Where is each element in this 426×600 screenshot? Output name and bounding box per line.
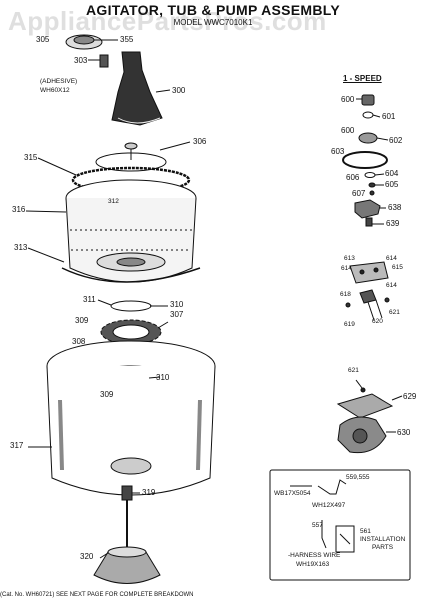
part-604 [364, 172, 385, 178]
label-614-b: 614 [341, 265, 352, 272]
label-621-a: 621 [389, 309, 400, 316]
basket-316 [65, 179, 197, 283]
label-317: 317 [10, 441, 24, 450]
shaft-319 [121, 485, 140, 550]
speed-label: 1 - SPEED [343, 74, 382, 83]
label-638: 638 [388, 203, 402, 212]
part-601 [362, 111, 381, 119]
footer-note: (Cat. No. WH60721) SEE NEXT PAGE FOR COM… [0, 592, 194, 598]
watermark: AppliancePartsPros.com [8, 6, 327, 36]
part-600-a [356, 94, 375, 106]
label-harness-wire: -HARNESS WIRE [288, 552, 341, 559]
label-wh19x163: WH19X163 [296, 561, 330, 568]
transmission-320 [93, 546, 161, 584]
part-605 [368, 182, 384, 188]
part-638 [354, 199, 386, 219]
label-306: 306 [193, 137, 207, 146]
wire-313 [61, 267, 201, 283]
bracket-629 [336, 393, 403, 419]
label-320: 320 [80, 552, 94, 561]
gear-307 [100, 319, 162, 345]
label-613: 613 [344, 255, 355, 262]
label-309-a: 309 [75, 316, 89, 325]
label-603: 603 [331, 147, 345, 156]
ring-306 [95, 142, 167, 172]
part-639 [365, 217, 384, 227]
outer-tub-317 [46, 340, 216, 496]
label-312: 312 [108, 198, 119, 205]
label-600-b: 600 [341, 126, 355, 135]
label-308: 308 [72, 337, 86, 346]
label-parts: PARTS [372, 544, 394, 551]
label-614-c: 614 [386, 282, 397, 289]
label-557: 557 [312, 522, 323, 529]
label-313: 313 [14, 243, 28, 252]
part-607 [369, 190, 375, 196]
label-618: 618 [340, 291, 351, 298]
part-303 [88, 54, 109, 68]
part-621-b [355, 379, 366, 393]
model-subtitle: MODEL WWC7010K1 [173, 18, 253, 27]
agitator-cap-305 [65, 34, 118, 50]
label-604: 604 [385, 169, 399, 178]
label-300: 300 [172, 86, 186, 95]
label-630: 630 [397, 428, 411, 437]
label-wh12x497: WH12X497 [312, 502, 346, 509]
agitator-300 [111, 51, 171, 126]
label-installation: INSTALLATION [360, 536, 406, 543]
ring-603 [342, 151, 388, 169]
label-561: 561 [360, 528, 371, 535]
label-605: 605 [385, 180, 399, 189]
label-309-b: 309 [100, 390, 114, 399]
installation-parts-box [269, 469, 411, 581]
label-600-a: 600 [341, 95, 355, 104]
label-355: 355 [120, 35, 134, 44]
brake-parts [345, 261, 390, 321]
label-606: 606 [346, 173, 360, 182]
label-620: 620 [372, 318, 383, 325]
label-559-555: 559,555 [346, 474, 370, 481]
label-307: 307 [170, 310, 184, 319]
part-602 [358, 132, 389, 144]
label-601: 601 [382, 112, 396, 121]
pump-630 [337, 416, 396, 454]
label-315: 315 [24, 153, 38, 162]
label-311: 311 [83, 295, 96, 304]
label-615: 615 [392, 264, 403, 271]
label-614-a: 614 [386, 255, 397, 262]
label-310-a: 310 [170, 300, 184, 309]
label-629: 629 [403, 392, 417, 401]
adhesive-part: WH60X12 [40, 87, 70, 94]
label-310-b: 310 [156, 373, 170, 382]
label-602: 602 [389, 136, 403, 145]
label-305: 305 [36, 35, 50, 44]
diagram-title: AGITATOR, TUB & PUMP ASSEMBLY [86, 2, 340, 18]
adhesive-label: (ADHESIVE) [40, 78, 78, 85]
label-303: 303 [74, 56, 88, 65]
label-319: 319 [142, 488, 156, 497]
label-316: 316 [12, 205, 26, 214]
label-wb17x5054: WB17X5054 [274, 490, 311, 497]
label-607: 607 [352, 189, 366, 198]
label-639: 639 [386, 219, 400, 228]
label-621-b: 621 [348, 367, 359, 374]
label-619: 619 [344, 321, 355, 328]
ring-311 [110, 300, 152, 312]
